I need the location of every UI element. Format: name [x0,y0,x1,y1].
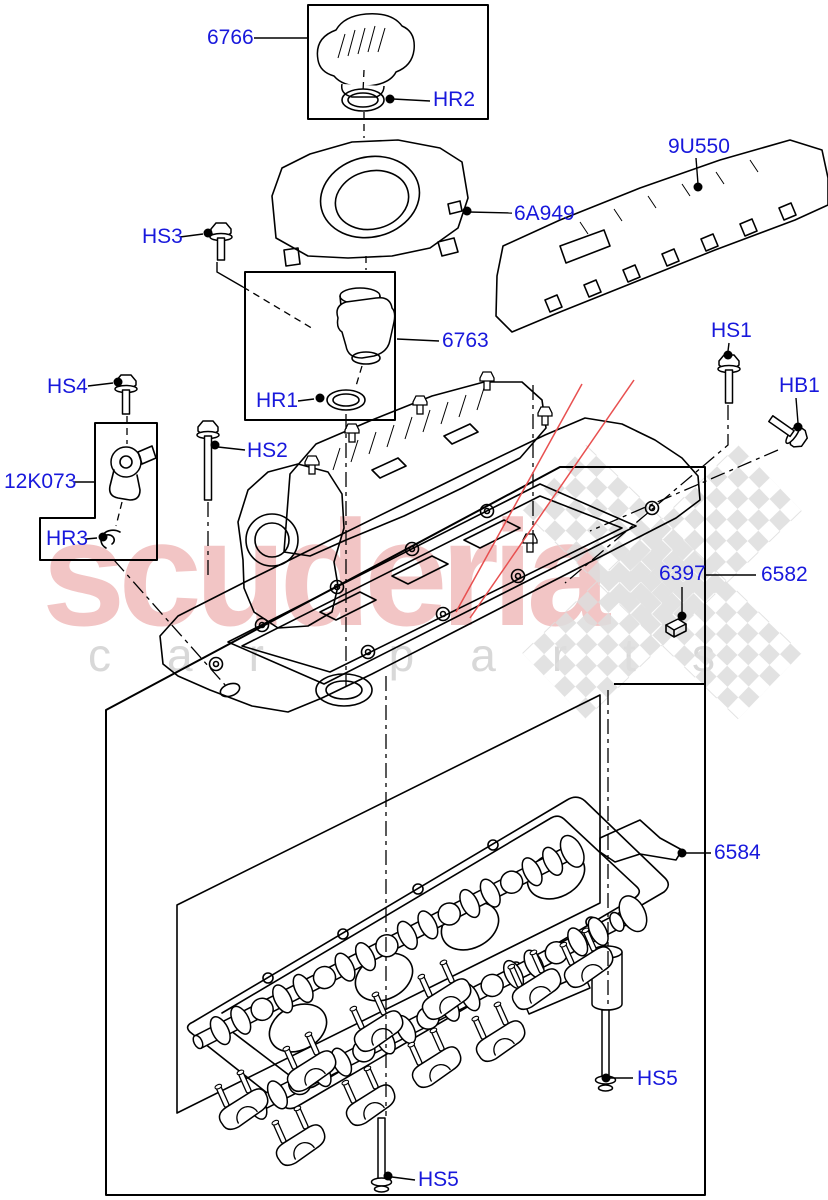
part-label-hs2[interactable]: HS2 [247,439,288,462]
part-label-hr1[interactable]: HR1 [256,389,299,412]
box-lower-assembly [105,466,706,1196]
part-label-hs5-right[interactable]: HS5 [637,1067,678,1090]
stud-hs1-art [717,354,741,404]
part-label-hr2[interactable]: HR2 [433,88,476,111]
watermark-checker-flag [522,444,802,720]
watermark-text: scuderia [42,489,610,657]
assembly-axis-lines [113,112,779,1116]
box-gasket-parallelogram [176,694,601,1114]
fasteners-art [114,222,812,1193]
sensor-art [100,445,157,549]
part-label-hs1[interactable]: HS1 [711,319,752,342]
bolt-hb1-art [768,415,812,452]
screw-hs4-art [114,374,138,415]
label-leaders [74,37,803,1181]
part-label-6582[interactable]: 6582 [761,563,808,586]
cap-seal-ring [341,88,385,112]
breather-seal-ring [326,389,366,411]
part-label-6a949[interactable]: 6A949 [514,202,575,225]
box-filler-cap [307,4,489,120]
camshaft-intake-art [192,834,585,1050]
part-label-6397[interactable]: 6397 [659,562,706,585]
cover-stud-6397-art [665,618,687,638]
part-label-hs3[interactable]: HS3 [142,225,183,248]
baffle-6584-art [599,819,683,863]
red-leader-lines [455,379,635,619]
part-label-6766[interactable]: 6766 [207,26,254,49]
screw-hs2-art [196,420,220,501]
part-label-6763[interactable]: 6763 [442,329,489,352]
part-label-hr3[interactable]: HR3 [46,527,89,550]
insulator-art [495,139,828,333]
oil-filler-cap-art [316,13,415,112]
double-bearing-cap-art [497,921,623,1015]
breather-art [326,287,396,411]
part-label-hs4[interactable]: HS4 [47,375,88,398]
part-label-hs5-bottom[interactable]: HS5 [418,1168,459,1191]
cover-bolt-bosses [208,500,660,672]
part-label-6584[interactable]: 6584 [714,841,761,864]
camshaft-cover-art [159,371,701,713]
box-breather [244,271,396,421]
box-sensor [39,422,158,561]
part-label-12k073[interactable]: 12K073 [4,470,77,493]
part-label-hb1[interactable]: HB1 [779,374,820,397]
bolt-hs5-bottom-art [370,1117,393,1193]
callout-boxes [39,4,706,1196]
screw-hs3-art [209,222,233,261]
part-label-9u550[interactable]: 9U550 [668,135,730,158]
bearing-caps-art [204,921,623,1170]
trim-cover-art [271,139,469,267]
